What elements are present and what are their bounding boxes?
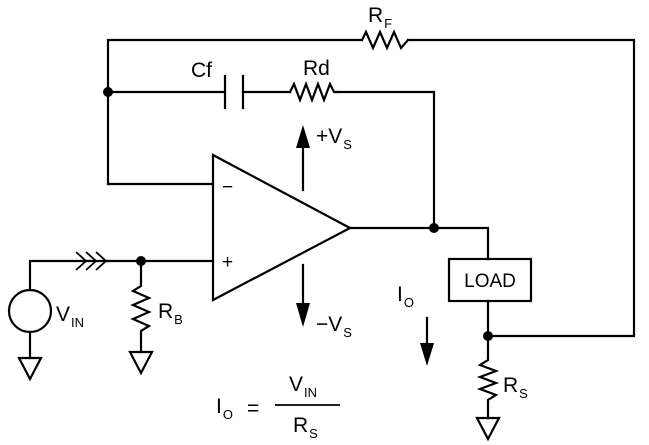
positive-supply-arrow <box>296 125 310 192</box>
rf-feedback-wires <box>106 38 636 338</box>
noninverting-input-label: + <box>222 252 233 273</box>
io-label: IO <box>397 283 414 310</box>
ground-icon <box>475 416 501 442</box>
load-label: LOAD <box>464 271 516 292</box>
vin-label: VIN <box>56 303 84 330</box>
rb-resistor <box>130 259 152 354</box>
rd-resistor <box>288 80 340 104</box>
equation-denominator: RS <box>293 414 318 441</box>
equation-numerator: VIN <box>289 373 317 400</box>
vin-source-icon <box>7 288 53 334</box>
load-box <box>447 257 533 303</box>
inverting-input-label: − <box>222 177 233 198</box>
equation-lhs: IO <box>216 395 233 422</box>
connector-chevron-icon <box>75 251 110 271</box>
ground-icon <box>17 356 43 382</box>
rf-resistor <box>360 29 410 51</box>
vs-positive-label: +VS <box>316 125 352 152</box>
ground-icon <box>128 350 154 376</box>
vin-input-wire <box>28 259 215 292</box>
output-wire <box>348 226 490 261</box>
io-current-arrow <box>420 316 434 366</box>
current-equation: IO = VIN RS <box>216 373 340 441</box>
junction-dot <box>103 87 113 97</box>
rb-label: RB <box>158 300 183 327</box>
rs-label: RS <box>503 374 528 401</box>
negative-supply-arrow <box>296 263 310 327</box>
cf-capacitor <box>223 74 245 110</box>
equation-equals: = <box>247 397 259 420</box>
rd-label: Rd <box>303 57 330 80</box>
vs-negative-label: −VS <box>316 313 352 340</box>
op-amp-triangle <box>211 153 353 302</box>
cf-rd-branch-wires <box>106 90 436 230</box>
rf-label: RF <box>368 4 392 31</box>
rs-resistor <box>476 334 500 420</box>
cf-label: Cf <box>191 59 212 82</box>
